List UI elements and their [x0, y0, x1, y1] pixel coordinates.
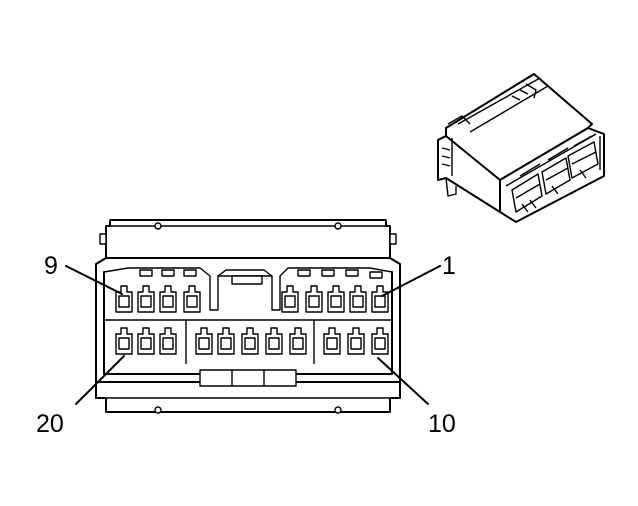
- callout-pin-20: 20: [36, 410, 64, 438]
- cavity-bottom-8: [289, 327, 307, 355]
- top-mount-hole-left: [154, 222, 162, 230]
- cavity-bottom-2: [137, 327, 155, 355]
- bottom-latch: [199, 369, 297, 387]
- cavity-bottom-6: [241, 327, 259, 355]
- cavity-top-6: [305, 285, 323, 313]
- callout-pin-1: 1: [442, 252, 456, 280]
- cavity-bottom-10: [347, 327, 365, 355]
- cavity-bottom-1: [115, 327, 133, 355]
- cavity-top-2: [137, 285, 155, 313]
- cavity-row-top: [115, 285, 389, 313]
- bottom-mount-hole-right: [334, 406, 342, 414]
- top-mount-hole-right: [334, 222, 342, 230]
- cavity-top-4: [183, 285, 201, 313]
- cavity-bottom-11: [371, 327, 389, 355]
- callout-pin-9: 9: [44, 252, 58, 280]
- cavity-row-bottom: [115, 327, 389, 355]
- connector-isometric-view: [437, 73, 605, 223]
- bottom-mount-hole-left: [154, 406, 162, 414]
- cavity-bottom-7: [265, 327, 283, 355]
- leader-line-10: [377, 357, 429, 405]
- cavity-top-9: [371, 285, 389, 313]
- leader-line-20: [75, 355, 125, 405]
- cavity-top-7: [327, 285, 345, 313]
- leader-line-1: [381, 265, 441, 297]
- cavity-top-8: [349, 285, 367, 313]
- cavity-bottom-9: [323, 327, 341, 355]
- callout-pin-10: 10: [428, 410, 456, 438]
- cavity-top-5: [281, 285, 299, 313]
- cavity-top-3: [159, 285, 177, 313]
- leader-line-9: [65, 265, 123, 295]
- cavity-bottom-5: [217, 327, 235, 355]
- cavity-bottom-3: [159, 327, 177, 355]
- cavity-bottom-4: [195, 327, 213, 355]
- connector-face-view: [95, 219, 401, 414]
